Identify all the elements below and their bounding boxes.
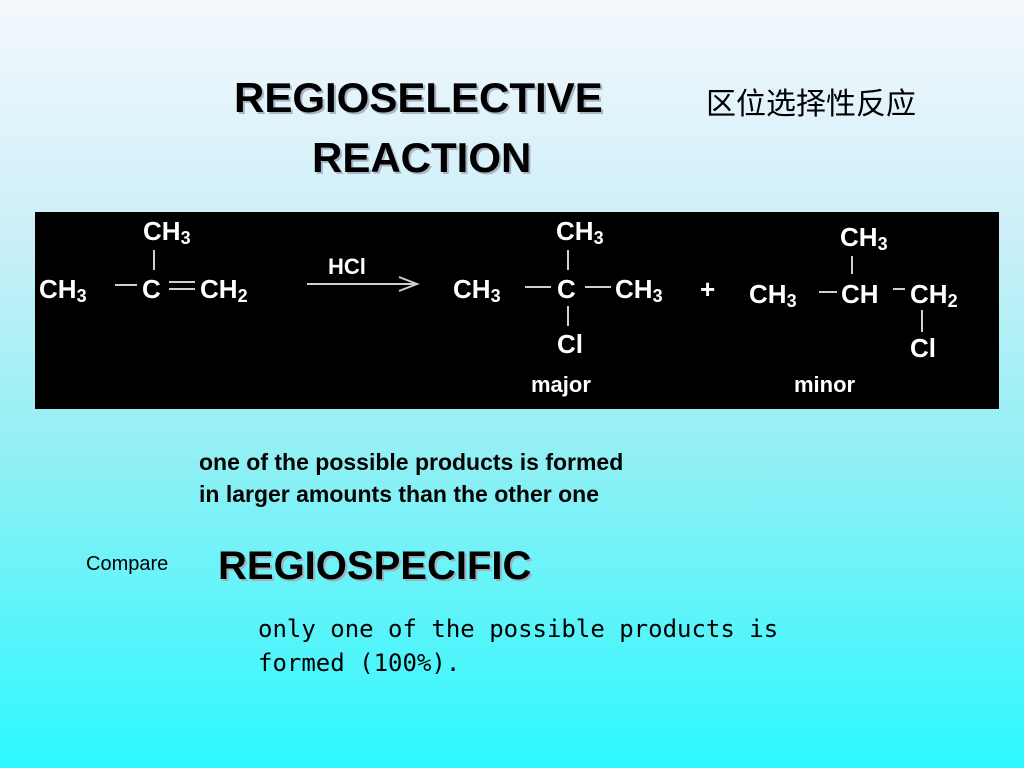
formula: CH3 xyxy=(453,274,501,306)
slide-title-chinese: 区位选择性反应 xyxy=(706,87,916,122)
reactant-double-bond-1 xyxy=(169,281,195,283)
reactant-center-atom: C xyxy=(142,274,161,304)
minor-right-group: CH2 xyxy=(910,279,958,311)
minor-bottom-bond xyxy=(921,310,923,332)
regiospecific-line-2: formed (100%). xyxy=(258,649,461,677)
regiospecific-term: REGIOSPECIFIC xyxy=(218,544,532,588)
reactant-left-group: CH3 xyxy=(39,274,87,306)
reaction-scheme-panel: CH3 CH3 C CH2 HCl CH3 CH3 C CH3 Cl + CH3… xyxy=(35,212,999,409)
formula: CH3 xyxy=(556,216,604,248)
minor-center-atom: CH xyxy=(841,279,879,309)
major-right-group: CH3 xyxy=(615,274,663,306)
regiospecific-description: only one of the possible products is for… xyxy=(258,612,778,680)
reaction-arrow-icon xyxy=(307,276,420,292)
regioselective-description: one of the possible products is formed i… xyxy=(199,446,623,510)
major-bottom-group: Cl xyxy=(557,329,583,359)
formula: CH2 xyxy=(200,274,248,306)
compare-label: Compare xyxy=(86,553,169,575)
formula: CH3 xyxy=(39,274,87,306)
formula: Cl xyxy=(910,333,936,363)
reactant-right-group: CH2 xyxy=(200,274,248,306)
minor-right-bond xyxy=(893,288,905,290)
plus-sign: + xyxy=(700,274,716,304)
formula: CH3 xyxy=(615,274,663,306)
minor-bottom-group: Cl xyxy=(910,333,936,363)
formula: C xyxy=(557,274,576,304)
formula: CH3 xyxy=(840,222,888,254)
reactant-top-group: CH3 xyxy=(143,216,191,248)
major-top-group: CH3 xyxy=(556,216,604,248)
major-right-bond xyxy=(585,286,611,288)
formula: CH3 xyxy=(749,279,797,311)
description-line-1: one of the possible products is formed xyxy=(199,449,624,475)
minor-label: minor xyxy=(794,372,856,397)
regiospecific-line-1: only one of the possible products is xyxy=(258,615,779,643)
minor-top-bond xyxy=(851,256,853,274)
slide-title-line1: REGIOSELECTIVE xyxy=(234,74,603,121)
slide-title-line2: REACTION xyxy=(312,134,532,181)
reactant-vertical-bond xyxy=(153,250,155,270)
formula: CH xyxy=(841,279,879,309)
major-bottom-bond xyxy=(567,306,569,326)
description-line-2: in larger amounts than the other one xyxy=(199,481,599,507)
reactant-single-bond xyxy=(115,284,137,286)
formula: CH2 xyxy=(910,279,958,311)
minor-left-bond xyxy=(819,291,837,293)
formula: CH3 xyxy=(143,216,191,248)
major-left-group: CH3 xyxy=(453,274,501,306)
reactant-double-bond-2 xyxy=(169,288,195,290)
major-center-atom: C xyxy=(557,274,576,304)
major-top-bond xyxy=(567,250,569,270)
major-left-bond xyxy=(525,286,551,288)
reagent-label: HCl xyxy=(328,254,366,279)
formula: C xyxy=(142,274,161,304)
minor-top-group: CH3 xyxy=(840,222,888,254)
major-label: major xyxy=(531,372,591,397)
formula: Cl xyxy=(557,329,583,359)
minor-left-group: CH3 xyxy=(749,279,797,311)
